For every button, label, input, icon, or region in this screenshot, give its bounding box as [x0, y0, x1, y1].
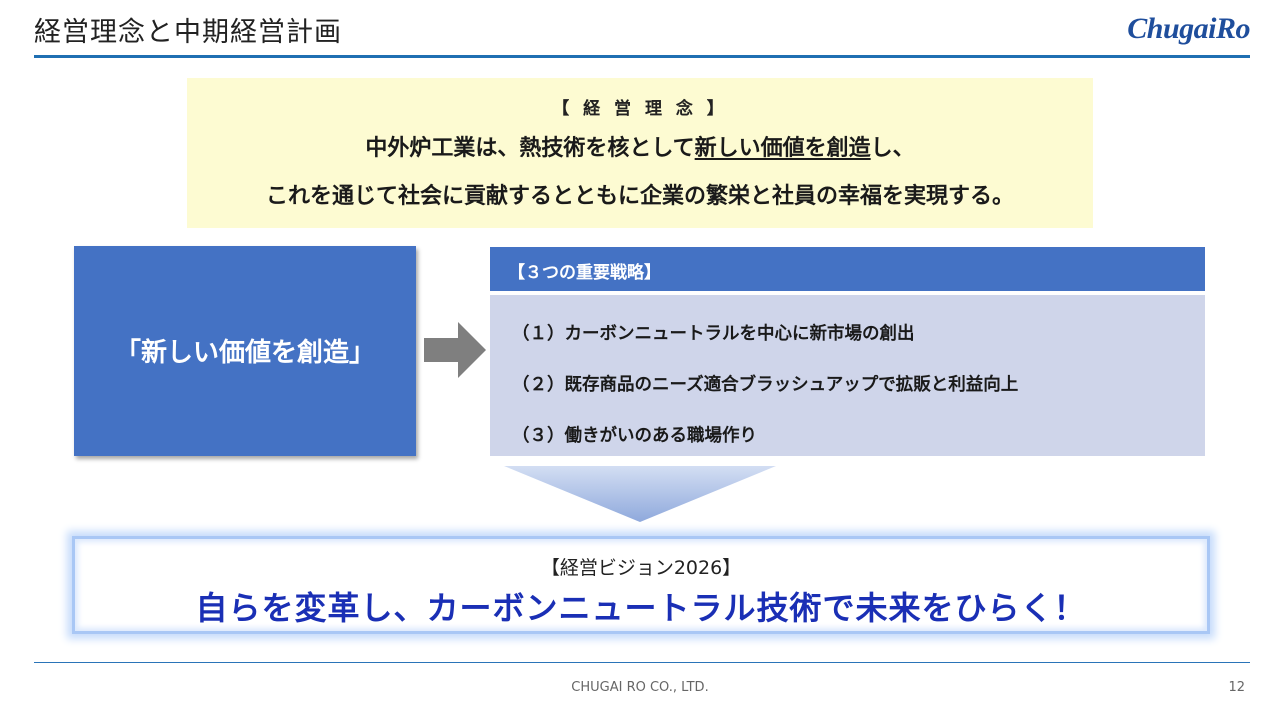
footer-divider: [34, 662, 1250, 663]
philosophy-line-1-underlined: 新しい価値を創造: [694, 136, 871, 161]
strategy-item: （３）働きがいのある職場作り: [512, 426, 757, 446]
vision-heading: 【経営ビジョン2026】: [540, 557, 742, 579]
footer-company: CHUGAI RO CO., LTD.: [571, 680, 709, 695]
right-arrow-icon: [424, 322, 486, 378]
philosophy-heading: 【 経 営 理 念 】: [552, 99, 728, 119]
strategies-list: （１）カーボンニュートラルを中心に新市場の創出 （２）既存商品のニーズ適合ブラッ…: [490, 295, 1205, 456]
philosophy-line-1: 中外炉工業は、熱技術を核として新しい価値を創造し、: [187, 130, 1093, 162]
philosophy-line-2: これを通じて社会に貢献するとともに企業の繁栄と社員の幸福を実現する。: [265, 184, 1014, 209]
strategy-item: （２）既存商品のニーズ適合ブラッシュアップで拡販と利益向上: [512, 375, 1019, 395]
strategy-item: （１）カーボンニュートラルを中心に新市場の創出: [512, 324, 915, 344]
strategies-header: 【３つの重要戦略】: [490, 247, 1205, 291]
company-logo: ChugaiRo: [1127, 12, 1250, 45]
new-value-box: 「新しい価値を創造」: [74, 246, 416, 456]
philosophy-line-1-before: 中外炉工業は、熱技術を核として: [365, 136, 695, 161]
philosophy-box: 【 経 営 理 念 】 中外炉工業は、熱技術を核として新しい価値を創造し、 これ…: [187, 78, 1093, 228]
philosophy-line-1-after: し、: [870, 136, 915, 161]
strategies-title: 【３つの重要戦略】: [508, 263, 661, 283]
vision-box: 【経営ビジョン2026】 自らを変革し、カーボンニュートラル技術で未来をひらく！: [72, 536, 1210, 634]
down-arrow-icon: [504, 466, 776, 522]
page-title: 経営理念と中期経営計画: [34, 17, 342, 48]
header-divider: [34, 55, 1250, 58]
vision-slogan: 自らを変革し、カーボンニュートラル技術で未来をひらく！: [195, 589, 1087, 627]
page-number: 12: [1228, 680, 1245, 695]
new-value-text: 「新しい価値を創造」: [114, 338, 375, 368]
